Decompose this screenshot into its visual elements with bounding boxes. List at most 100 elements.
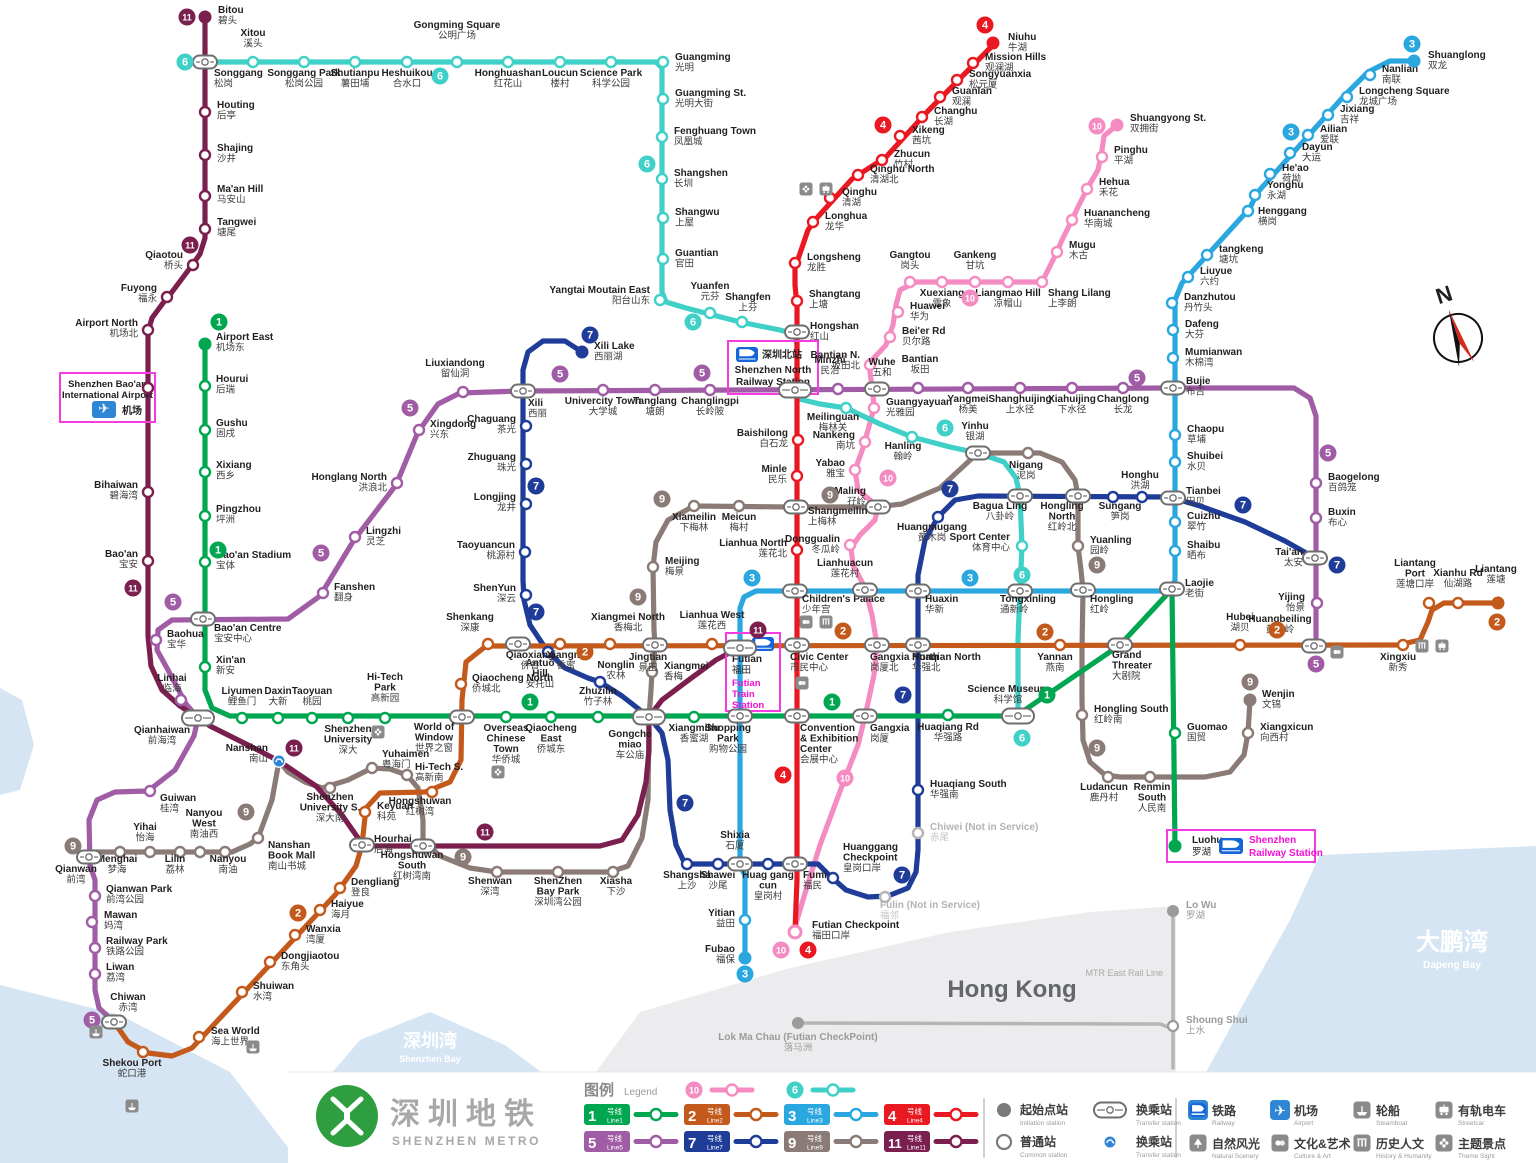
mask-glyph <box>802 620 807 624</box>
capsule-circle <box>791 587 799 595</box>
station-circle <box>790 543 804 557</box>
station-circle <box>1309 511 1323 525</box>
line-badge-number: 9 <box>827 490 833 502</box>
mtr-terminus <box>792 1017 804 1029</box>
compass: N <box>1433 280 1483 368</box>
tram-body <box>1439 1106 1449 1113</box>
column-top <box>1418 642 1426 644</box>
station-circle <box>931 510 945 524</box>
legend-poi-zh: 铁路 <box>1212 1103 1237 1118</box>
transfer-station <box>1065 488 1091 504</box>
station-Huaqian North: Huaqian North华强北 <box>905 637 981 674</box>
line-badge-number: 7 <box>533 481 539 493</box>
column-glyph <box>1357 1139 1360 1147</box>
line-badge-2: 2 <box>1488 613 1506 631</box>
station-circle <box>878 890 892 904</box>
station-circle <box>141 381 155 395</box>
line-badge-circle <box>684 313 702 331</box>
line-badge-number: 5 <box>1134 373 1140 385</box>
history-icon <box>1353 1134 1371 1152</box>
station-circle <box>136 1045 150 1059</box>
station-circle <box>323 781 337 795</box>
legend-type-en: Initiation station <box>1020 1120 1066 1127</box>
station-Airport North: Airport North机场北 <box>75 318 155 340</box>
tree-trunk <box>1197 1144 1199 1148</box>
logo-glyph-center <box>344 1112 350 1120</box>
line-badge-circle <box>799 941 817 959</box>
legend-chip-number: 4 <box>888 1108 897 1125</box>
theme-icon <box>799 182 813 196</box>
line-badge-circle <box>1241 673 1259 691</box>
map-poi-icons <box>89 182 1449 1113</box>
line-badge-3: 3 <box>1403 35 1421 53</box>
transfer-station <box>727 708 753 724</box>
luohu-name-zh: 罗湖 <box>1192 847 1211 858</box>
line-badge-circle <box>527 477 545 495</box>
petal <box>804 189 808 193</box>
flower-center <box>377 731 379 733</box>
airport-icon-bg <box>1270 1100 1290 1120</box>
line-badge-number: 9 <box>635 592 641 604</box>
line-badge-circle <box>1013 729 1031 747</box>
legend-chip-bg <box>584 1104 630 1125</box>
station-circle <box>1021 446 1035 460</box>
station-circle <box>705 637 719 651</box>
station-Gangxia North: Gangxia North岗厦北 <box>864 637 939 674</box>
transfer-station <box>1007 488 1033 504</box>
line-badge-11: 11 <box>178 8 196 26</box>
terminus-circle <box>198 337 212 351</box>
line-badge-number: 9 <box>1094 560 1100 572</box>
transfer-station <box>783 499 809 515</box>
station-circle <box>826 871 840 885</box>
legend-poi-en: Natural Scenery <box>1212 1153 1259 1160</box>
station-circle <box>400 55 414 69</box>
station-Shenzhen|University S.: ShenzhenUniversity S.深大南 <box>300 781 361 824</box>
capsule-circle <box>1016 492 1024 500</box>
line-badge-circle <box>772 941 790 959</box>
line-badge-circle <box>685 1081 703 1099</box>
capsule-circle <box>651 641 659 649</box>
station-circle <box>313 903 327 917</box>
line-badge-number: 7 <box>1334 560 1340 572</box>
line-badge-10: 10 <box>772 941 790 959</box>
station-Huaqiang Rd: Huaqiang Rd华强路 <box>917 708 979 744</box>
station-circle <box>911 783 925 797</box>
legend-type-en: Transfer station <box>1136 1120 1181 1127</box>
